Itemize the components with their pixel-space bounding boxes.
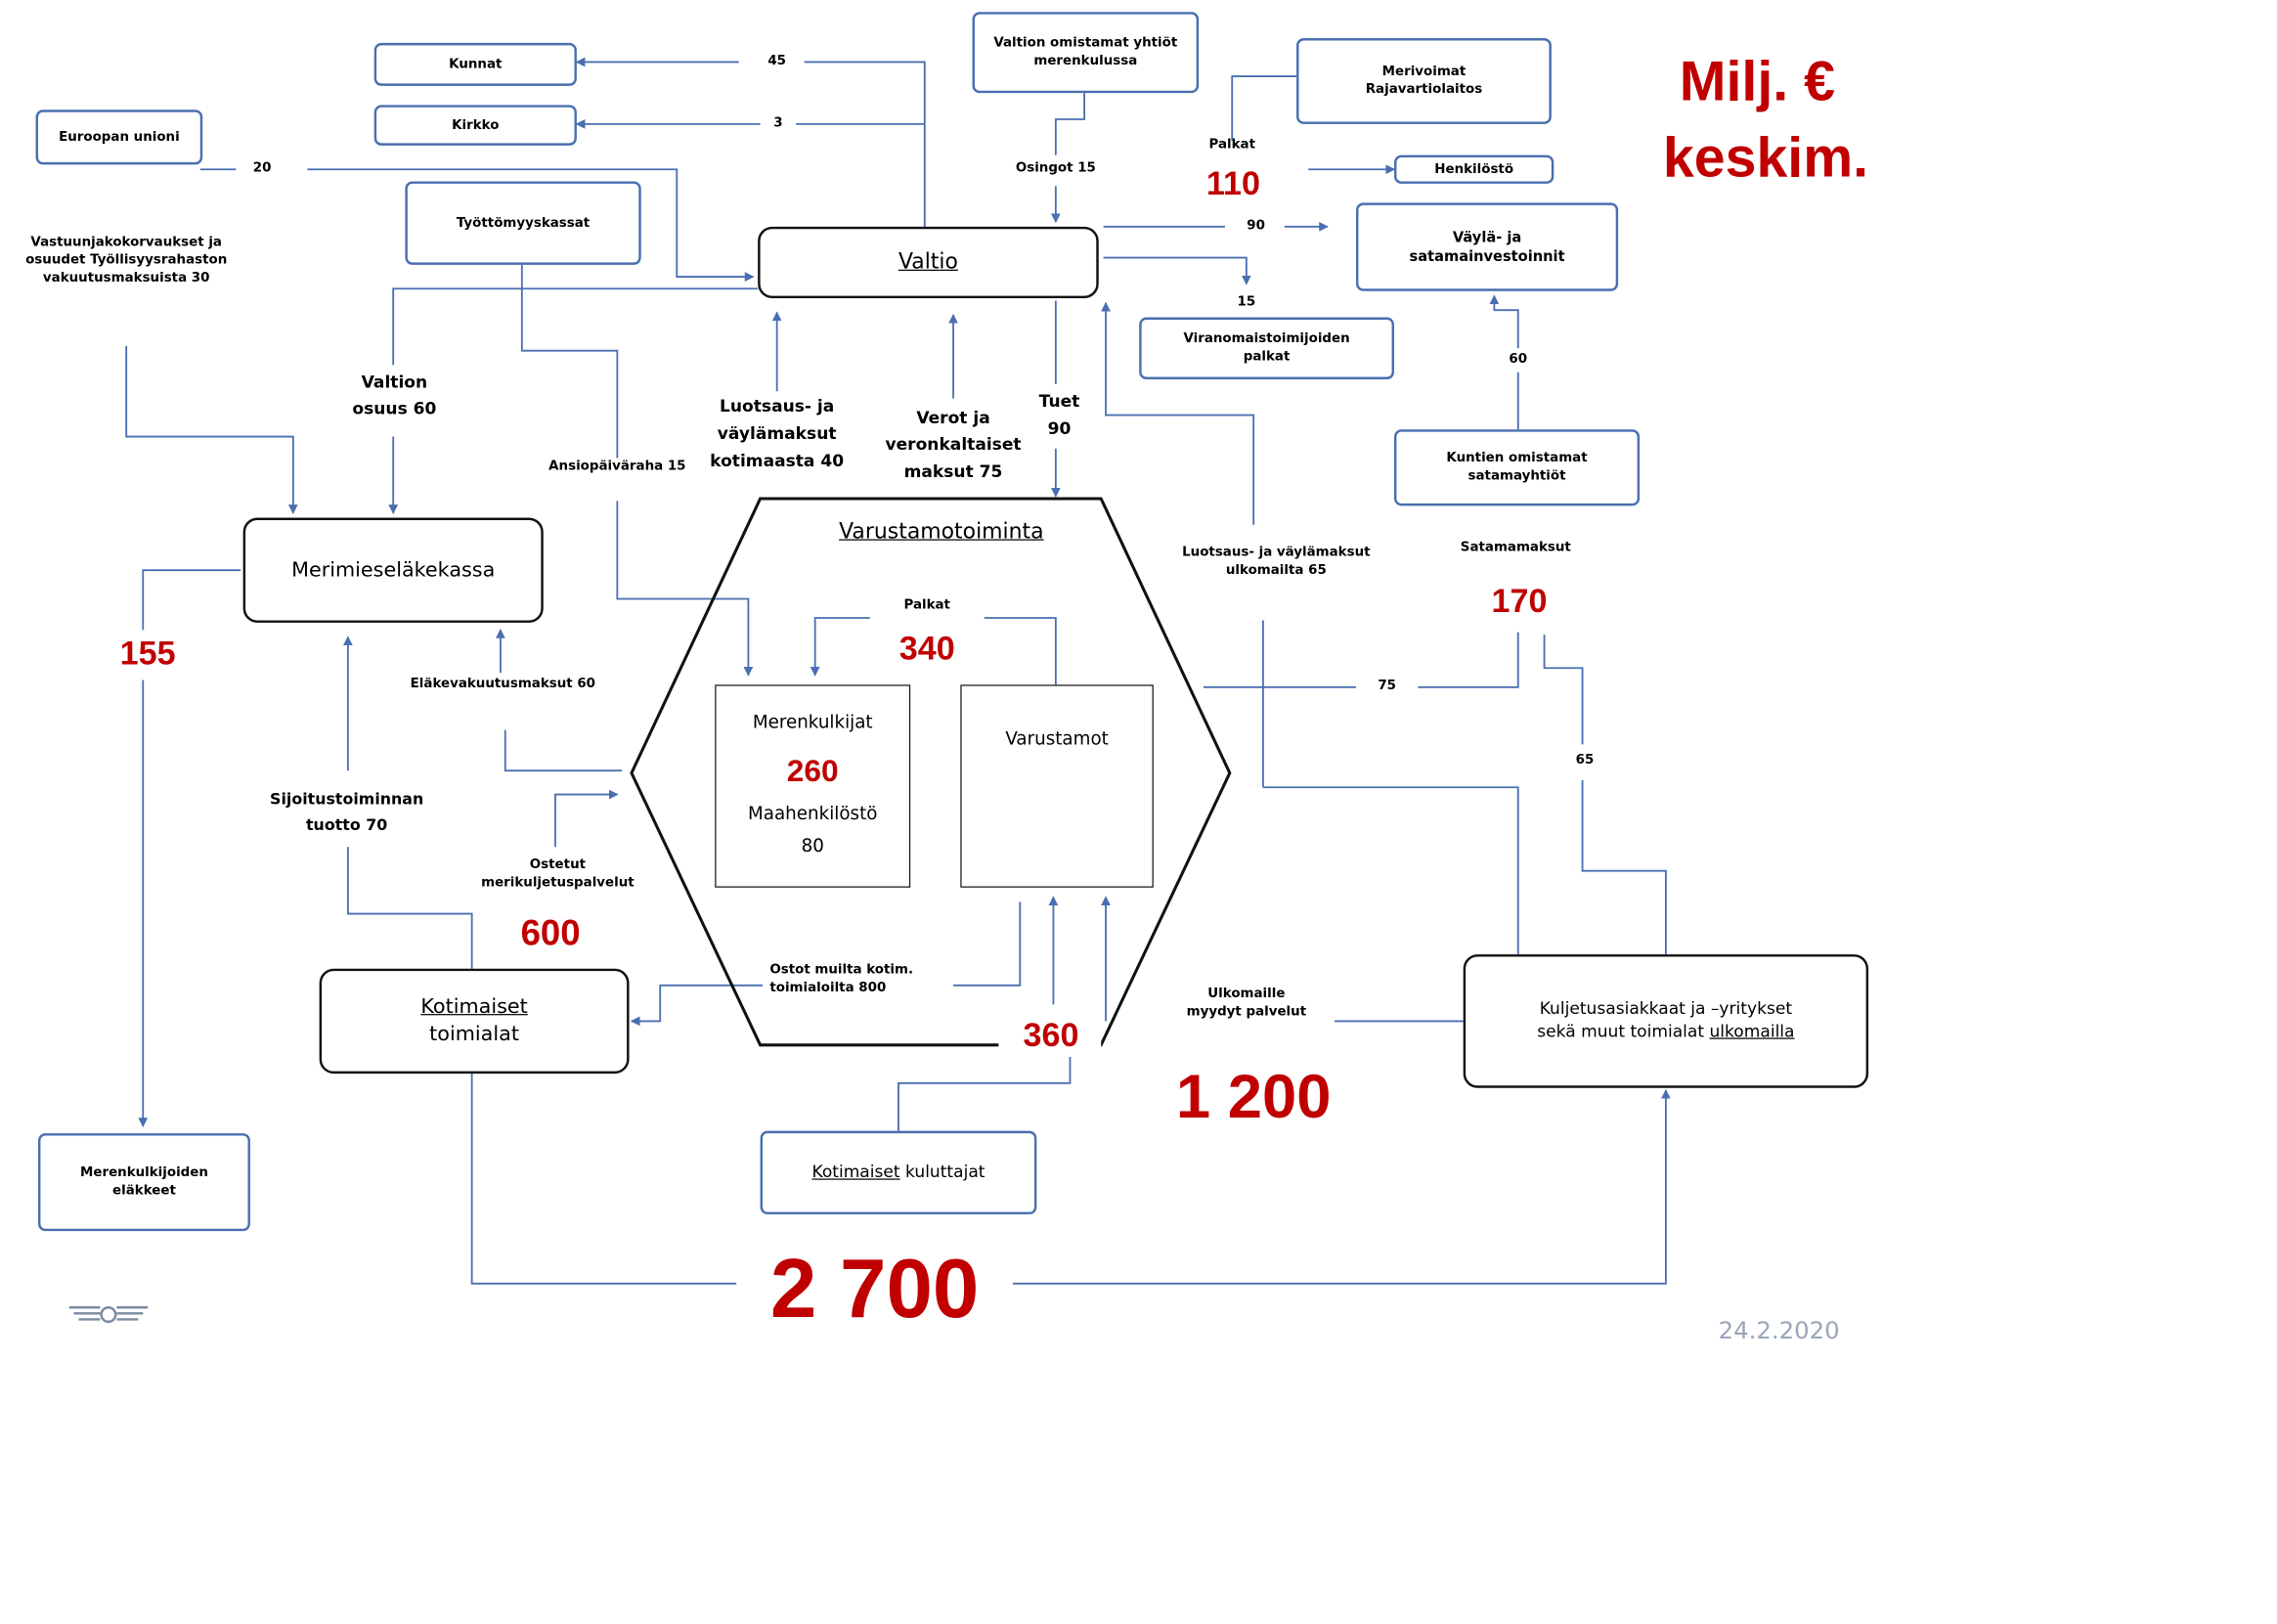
viranomaistoimijoiden-box: Viranomaistoimijoiden palkat xyxy=(1139,317,1394,379)
merenkulkijat-label: Merenkulkijat xyxy=(752,711,873,733)
date-footer: 24.2.2020 xyxy=(1718,1315,1840,1345)
flow-ulkomaille: Ulkomaille myydyt palvelut xyxy=(1186,985,1307,1019)
total-palkat-varustamo: 340 xyxy=(898,630,955,668)
kotimaiset-toimialat-box: Kotimaiset toimialat xyxy=(319,968,630,1075)
merenkulkijat-box: Merenkulkijat 260 Maahenkilöstö 80 xyxy=(715,684,911,888)
flow-ostetut: Ostetut merikuljetuspalvelut xyxy=(481,856,635,891)
flow-kirkko-3: 3 xyxy=(773,114,783,130)
kotimaiset-kuluttajat-box: Kotimaiset kuluttajat xyxy=(760,1130,1037,1215)
kirkko-box: Kirkko xyxy=(373,105,577,146)
flow-palkat-inner: Palkat xyxy=(903,596,950,612)
flow-ansiopaivaraha: Ansiopäiväraha 15 xyxy=(548,458,686,474)
total-satamamaksut: 170 xyxy=(1491,582,1548,620)
unit-title: Milj. € keskim. xyxy=(1595,43,1868,196)
maahenkilosto-value: 80 xyxy=(801,834,824,856)
flow-verot: Verot ja veronkaltaiset maksut 75 xyxy=(885,409,1022,482)
connector-lines xyxy=(125,57,1671,1285)
flow-eu-20: 20 xyxy=(252,159,272,176)
total-palkat-valtio: 110 xyxy=(1205,164,1260,202)
flow-vastuunjako: Vastuunjakokorvaukset ja osuudet Työllis… xyxy=(25,234,228,285)
euroopan-unioni-box: Euroopan unioni xyxy=(35,110,203,165)
unit-title-line1: Milj. € xyxy=(1679,49,1835,112)
merenkulkijat-value: 260 xyxy=(786,753,839,789)
flow-palkat-top: Palkat xyxy=(1208,136,1255,152)
winged-wheel-logo-icon xyxy=(65,1300,153,1331)
flow-v60-kunta: 60 xyxy=(1509,350,1528,367)
valtion-yhtiot-box: Valtion omistamat yhtiöt merenkulussa xyxy=(972,12,1200,94)
flow-valtion-osuus: Valtion osuus 60 xyxy=(352,373,437,419)
vayla-satama-box: Väylä- ja satamainvestoinnit xyxy=(1355,202,1619,291)
total-elakkeet: 155 xyxy=(119,635,176,672)
merimieselakekassa-box: Merimieseläkekassa xyxy=(242,517,544,623)
flow-luotsaus-ulkomailta: Luotsaus- ja väylämaksut ulkomailta 65 xyxy=(1182,544,1371,578)
flow-v75: 75 xyxy=(1378,678,1397,693)
flow-tuet: Tuet 90 xyxy=(1038,392,1080,440)
total-ulkomaille: 1 200 xyxy=(1175,1063,1332,1132)
total-kuluttajat: 360 xyxy=(1023,1016,1079,1054)
flow-luotsaus-kotimaasta: Luotsaus- ja väylämaksut kotimaasta 40 xyxy=(710,397,845,472)
varustamotoiminta-title: Varustamotoiminta xyxy=(839,518,1044,545)
henkilosto-box: Henkilöstö xyxy=(1393,154,1554,184)
flow-elakevakuutusmaksut: Eläkevakuutusmaksut 60 xyxy=(410,675,596,691)
flow-ostot-muilta: Ostot muilta kotim. toimialoilta 800 xyxy=(769,961,914,995)
tyottomyyskassat-box: Työttömyyskassat xyxy=(405,181,641,265)
flow-v15: 15 xyxy=(1237,293,1256,310)
varustamot-box: Varustamot xyxy=(960,684,1154,888)
merivoimat-box: Merivoimat Rajavartiolaitos xyxy=(1296,38,1552,124)
total-2700: 2 700 xyxy=(769,1242,980,1336)
flow-v90: 90 xyxy=(1247,217,1265,233)
flow-osingot: Osingot 15 xyxy=(1015,159,1096,176)
merenkulkijoiden-elakkeet-box: Merenkulkijoiden eläkkeet xyxy=(38,1133,250,1232)
kuntien-satamayhtiot-box: Kuntien omistamat satamayhtiöt xyxy=(1393,429,1641,506)
kunnat-box: Kunnat xyxy=(373,42,577,86)
valtio-box: Valtio xyxy=(758,226,1099,299)
unit-title-line2: keskim. xyxy=(1662,125,1869,189)
flow-sijoitustoiminnan: Sijoitustoiminnan tuotto 70 xyxy=(270,790,424,836)
maahenkilosto-label: Maahenkilöstö xyxy=(748,803,878,825)
flow-kunnat-45: 45 xyxy=(767,52,786,68)
flow-satamamaksut: Satamamaksut xyxy=(1460,539,1571,555)
kuljetusasiakkaat-box: Kuljetusasiakkaat ja –yritykset sekä muu… xyxy=(1463,954,1869,1088)
flow-v65: 65 xyxy=(1575,751,1595,768)
total-ostetut: 600 xyxy=(520,913,581,953)
